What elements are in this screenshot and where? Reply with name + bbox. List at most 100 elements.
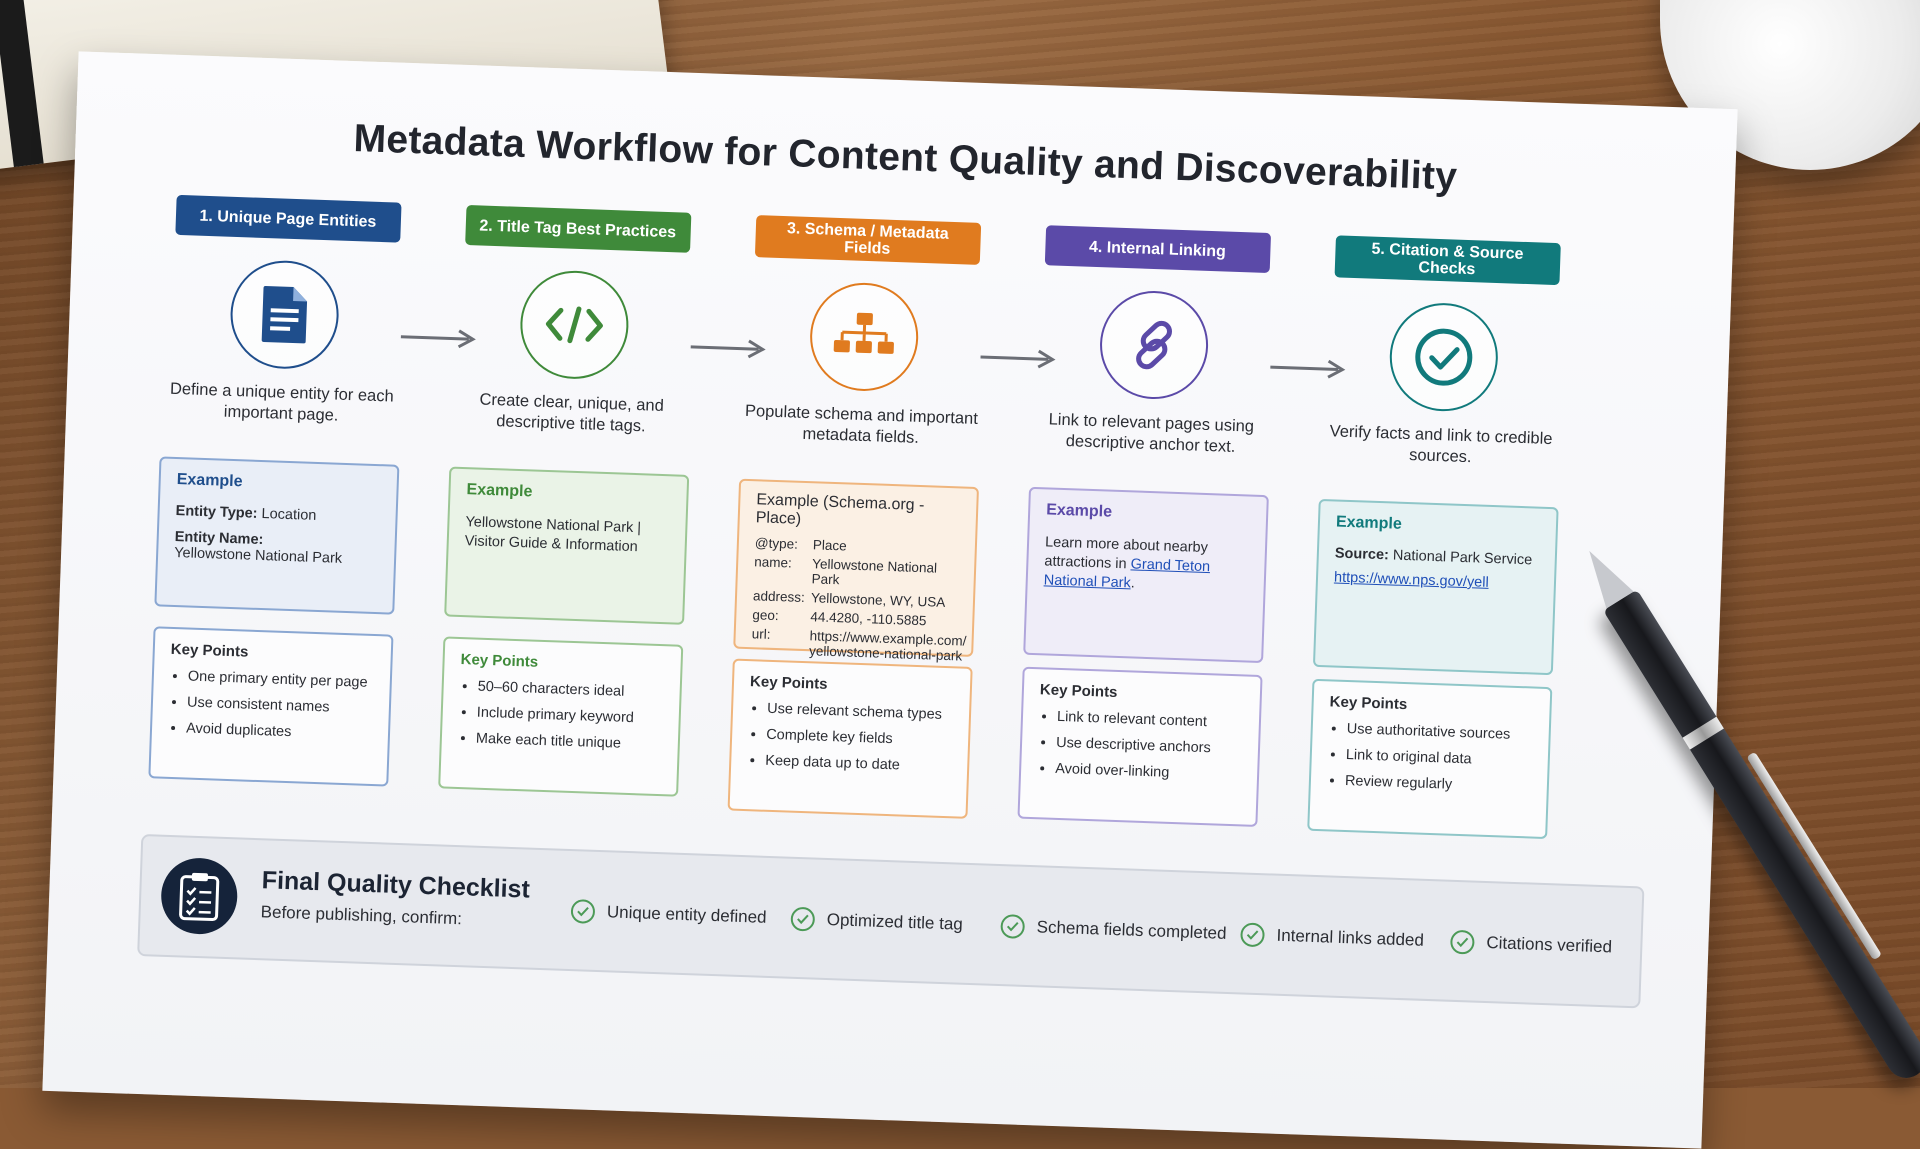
arrow-right-icon — [400, 329, 476, 349]
check-icon — [570, 899, 596, 924]
step-3-example-head: Example (Schema.org - Place) — [755, 491, 925, 528]
final-checklist: Final Quality Checklist Before publishin… — [137, 834, 1645, 1009]
source-value: National Park Service — [1392, 547, 1533, 569]
link-icon — [1098, 289, 1210, 401]
step-3-kp-head: Key Points — [749, 673, 828, 693]
list-item: 50–60 characters ideal — [477, 679, 663, 702]
arrow-right-icon — [1270, 359, 1346, 379]
check-icon — [790, 906, 816, 932]
list-item: Make each title unique — [476, 731, 662, 754]
schema-key: name: — [753, 554, 793, 571]
entity-name-value: Yellowstone National Park — [173, 544, 343, 567]
checklist-subtitle: Before publishing, confirm: — [260, 902, 463, 929]
notebook-band — [0, 0, 44, 168]
step-1: 1. Unique Page Entities Define a unique … — [148, 194, 408, 787]
list-item: Link to relevant content — [1057, 709, 1243, 732]
step-5-kp-head: Key Points — [1329, 693, 1408, 714]
list-item: Include primary keyword — [477, 705, 663, 728]
list-item: Complete key fields — [766, 727, 952, 750]
nps-link[interactable]: https://www.nps.gov/yell — [1333, 569, 1489, 591]
step-1-example-card: Example Entity Type: Location Entity Nam… — [154, 456, 400, 615]
check-icon — [1000, 914, 1026, 939]
list-item: Avoid over-linking — [1055, 761, 1241, 784]
schema-value: 44.4280, -110.5885 — [810, 609, 927, 629]
step-3-label: 3. Schema / Metadata Fields — [754, 215, 981, 265]
schema-value: Place — [812, 537, 847, 554]
step-5-key-points: Key Points Use authoritative sources Lin… — [1307, 678, 1553, 840]
document-icon — [228, 258, 341, 371]
schema-key: url: — [751, 626, 771, 642]
workflow-sheet: Metadata Workflow for Content Quality an… — [42, 51, 1738, 1149]
pen-ring — [1682, 716, 1724, 750]
list-item: Use descriptive anchors — [1056, 735, 1242, 758]
schema-key: @type: — [754, 535, 799, 552]
checklist-item-label: Schema fields completed — [1036, 917, 1227, 943]
list-item: Use consistent names — [187, 695, 373, 718]
step-5-label: 5. Citation & Source Checks — [1334, 235, 1561, 286]
checklist-item-label: Optimized title tag — [826, 909, 964, 934]
step-5-description: Verify facts and link to credible source… — [1329, 422, 1553, 467]
step-3: 3. Schema / Metadata Fields Populate sch… — [727, 215, 989, 819]
hierarchy-icon — [808, 281, 921, 393]
checklist-item-label: Citations verified — [1486, 933, 1613, 957]
check-circle-icon — [1387, 301, 1500, 414]
arrow-right-icon — [690, 339, 766, 359]
step-2-kp-head: Key Points — [460, 651, 539, 671]
list-item: Link to original data — [1346, 747, 1532, 770]
list-item: One primary entity per page — [188, 669, 374, 692]
step-1-example-head: Example — [176, 471, 243, 491]
title-tag-example: Yellowstone National Park | Visitor Guid… — [464, 514, 642, 556]
step-2-key-points: Key Points 50–60 characters ideal Includ… — [438, 636, 684, 797]
code-icon — [518, 268, 631, 381]
step-4-key-points: Key Points Link to relevant content Use … — [1017, 666, 1263, 827]
step-1-label: 1. Unique Page Entities — [174, 194, 402, 243]
schema-key: address: — [752, 588, 806, 606]
clipboard-icon — [159, 856, 239, 936]
step-5-example-head: Example — [1335, 513, 1403, 533]
step-4-label: 4. Internal Linking — [1044, 225, 1271, 274]
step-5-example-card: Example Source: National Park Service ht… — [1312, 498, 1559, 676]
step-4: 4. Internal Linking Link to relevant pag… — [1017, 225, 1278, 827]
source-key: Source: — [1334, 545, 1390, 564]
step-2: 2. Title Tag Best Practices Create clear… — [438, 204, 698, 797]
step-3-key-points: Key Points Use relevant schema types Com… — [727, 658, 973, 819]
page-title: Metadata Workflow for Content Quality an… — [352, 117, 1458, 199]
step-3-example-card: Example (Schema.org - Place) @type: Place… — [733, 478, 979, 664]
step-5: 5. Citation & Source Checks Verify facts… — [1307, 235, 1568, 840]
list-item: Use authoritative sources — [1346, 721, 1532, 744]
step-4-description: Link to relevant pages using descriptive… — [1048, 410, 1255, 456]
schema-value: Yellowstone National Park — [811, 556, 938, 588]
schema-value: https://www.example.com/ yellowstone-nat… — [808, 628, 967, 664]
step-2-label: 2. Title Tag Best Practices — [464, 204, 691, 253]
checklist-item-label: Internal links added — [1276, 925, 1425, 950]
entity-type-value: Location — [261, 506, 317, 524]
checklist-item-label: Unique entity defined — [606, 902, 767, 927]
checklist-item: Schema fields completed — [1000, 914, 1227, 946]
step-1-description: Define a unique entity for each importan… — [169, 379, 395, 425]
arrow-right-icon — [980, 349, 1056, 369]
step-4-example-head: Example — [1045, 501, 1113, 521]
step-3-description: Populate schema and important metadata f… — [744, 401, 979, 447]
schema-value: Yellowstone, WY, USA — [810, 590, 946, 610]
list-item: Use relevant schema types — [767, 701, 953, 724]
step-4-example-card: Example Learn more about nearby attracti… — [1023, 486, 1269, 664]
list-item: Review regularly — [1345, 773, 1531, 796]
list-item: Avoid duplicates — [186, 721, 372, 744]
entity-type-key: Entity Type: — [175, 503, 258, 522]
step-2-example-card: Example Yellowstone National Park | Visi… — [444, 466, 690, 625]
step-4-kp-head: Key Points — [1039, 681, 1118, 701]
checklist-item: Optimized title tag — [790, 906, 964, 937]
checklist-item: Citations verified — [1449, 929, 1613, 960]
checklist-item: Internal links added — [1240, 922, 1424, 952]
step-2-example-head: Example — [466, 481, 533, 501]
list-item: Keep data up to date — [765, 753, 951, 776]
check-icon — [1449, 929, 1475, 955]
step-1-key-points: Key Points One primary entity per page U… — [148, 626, 394, 787]
step-2-description: Create clear, unique, and descriptive ti… — [479, 390, 665, 436]
schema-key: geo: — [752, 607, 779, 624]
checklist-title: Final Quality Checklist — [261, 866, 531, 904]
linking-example-tail: . — [1130, 575, 1136, 592]
check-icon — [1240, 922, 1265, 948]
checklist-item: Unique entity defined — [570, 899, 767, 930]
step-1-kp-head: Key Points — [170, 640, 249, 661]
